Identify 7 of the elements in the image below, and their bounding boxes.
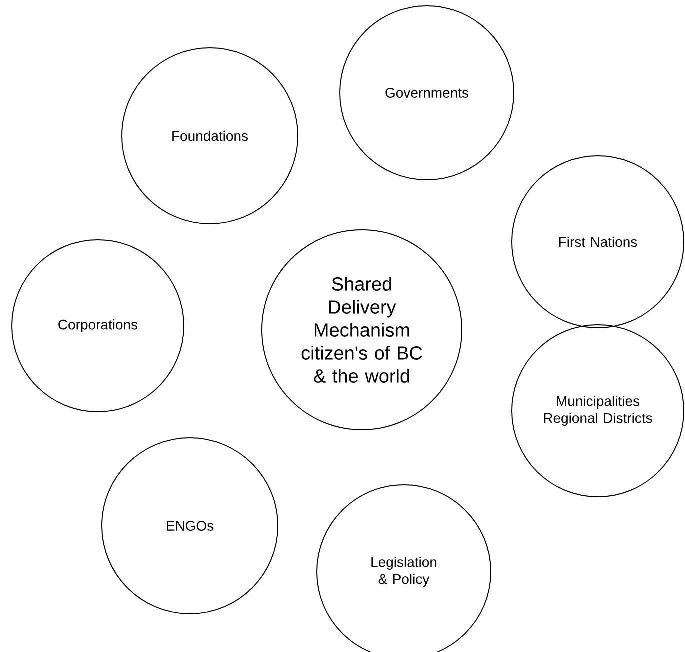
circle-node: Governments — [340, 6, 514, 180]
circle-node: Shared Delivery Mechanism citizen's of BC & the world — [262, 230, 462, 430]
circle-node: Foundations — [122, 48, 298, 224]
circle-node: ENGOs — [102, 438, 278, 614]
circle-node: Municipalities Regional Districts — [512, 324, 684, 498]
circle-node: First Nations — [512, 156, 684, 328]
circle-node: Corporations — [12, 240, 184, 412]
